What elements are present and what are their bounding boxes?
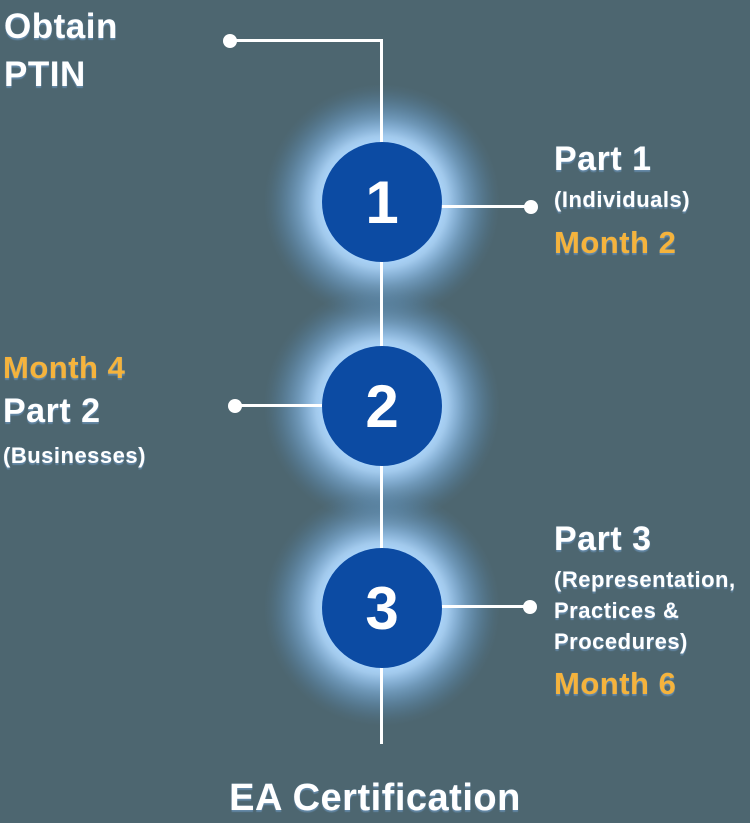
start-connector-dot [223, 34, 237, 48]
step-3-label-block: Part 3 (Representation, Practices & Proc… [554, 519, 750, 703]
step-2-month-label: Month 4 [3, 350, 126, 385]
step-1-month-label: Month 2 [554, 225, 677, 260]
end-label: EA Certification [229, 777, 521, 819]
step-1-label-block: Part 1 (Individuals) Month 2 [554, 139, 750, 262]
step-1-number: 1 [365, 168, 399, 236]
step-1-circle: 1 [322, 142, 442, 262]
step-2-connector-dot [228, 399, 242, 413]
step-2-detail-label: (Businesses) [3, 443, 146, 468]
step-3-month-label: Month 6 [554, 666, 677, 701]
step-3-part-label: Part 3 [554, 520, 652, 558]
step-3-connector-line [441, 605, 531, 608]
start-connector-line [230, 39, 383, 42]
step-3-connector-dot [523, 600, 537, 614]
step-3-detail-label: (Representation, Practices & Procedures) [554, 567, 736, 654]
step-2-circle: 2 [322, 346, 442, 466]
step-1-connector-line [441, 205, 532, 208]
step-3-number: 3 [365, 574, 399, 642]
step-2-label-block: Month 4 Part 2 (Businesses) [3, 349, 233, 471]
step-3-circle: 3 [322, 548, 442, 668]
step-1-detail-label: (Individuals) [554, 187, 691, 212]
start-label: Obtain PTIN [4, 7, 118, 94]
step-2-part-label: Part 2 [3, 392, 101, 430]
step-2-number: 2 [365, 372, 399, 440]
step-1-part-label: Part 1 [554, 140, 652, 178]
step-2-connector-line [236, 404, 323, 407]
step-1-connector-dot [524, 200, 538, 214]
